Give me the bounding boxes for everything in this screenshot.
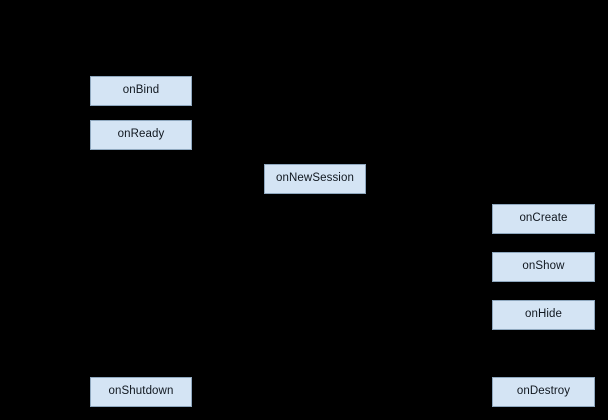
- node-label: onShow: [522, 260, 565, 273]
- node-label: onNewSession: [276, 172, 354, 185]
- node-onnewsession[interactable]: onNewSession: [264, 164, 366, 194]
- node-label: onCreate: [519, 212, 568, 225]
- node-onready[interactable]: onReady: [90, 120, 192, 150]
- node-label: onDestroy: [516, 385, 571, 398]
- node-onbind[interactable]: onBind: [90, 76, 192, 106]
- node-oncreate[interactable]: onCreate: [492, 204, 595, 234]
- node-onshow[interactable]: onShow: [492, 252, 595, 282]
- node-label: onShutdown: [108, 385, 174, 398]
- node-ondestroy[interactable]: onDestroy: [492, 377, 595, 407]
- node-onshutdown[interactable]: onShutdown: [90, 377, 192, 407]
- node-label: onReady: [117, 128, 165, 141]
- node-onhide[interactable]: onHide: [492, 300, 595, 330]
- node-label: onHide: [524, 308, 563, 321]
- node-label: onBind: [122, 84, 160, 97]
